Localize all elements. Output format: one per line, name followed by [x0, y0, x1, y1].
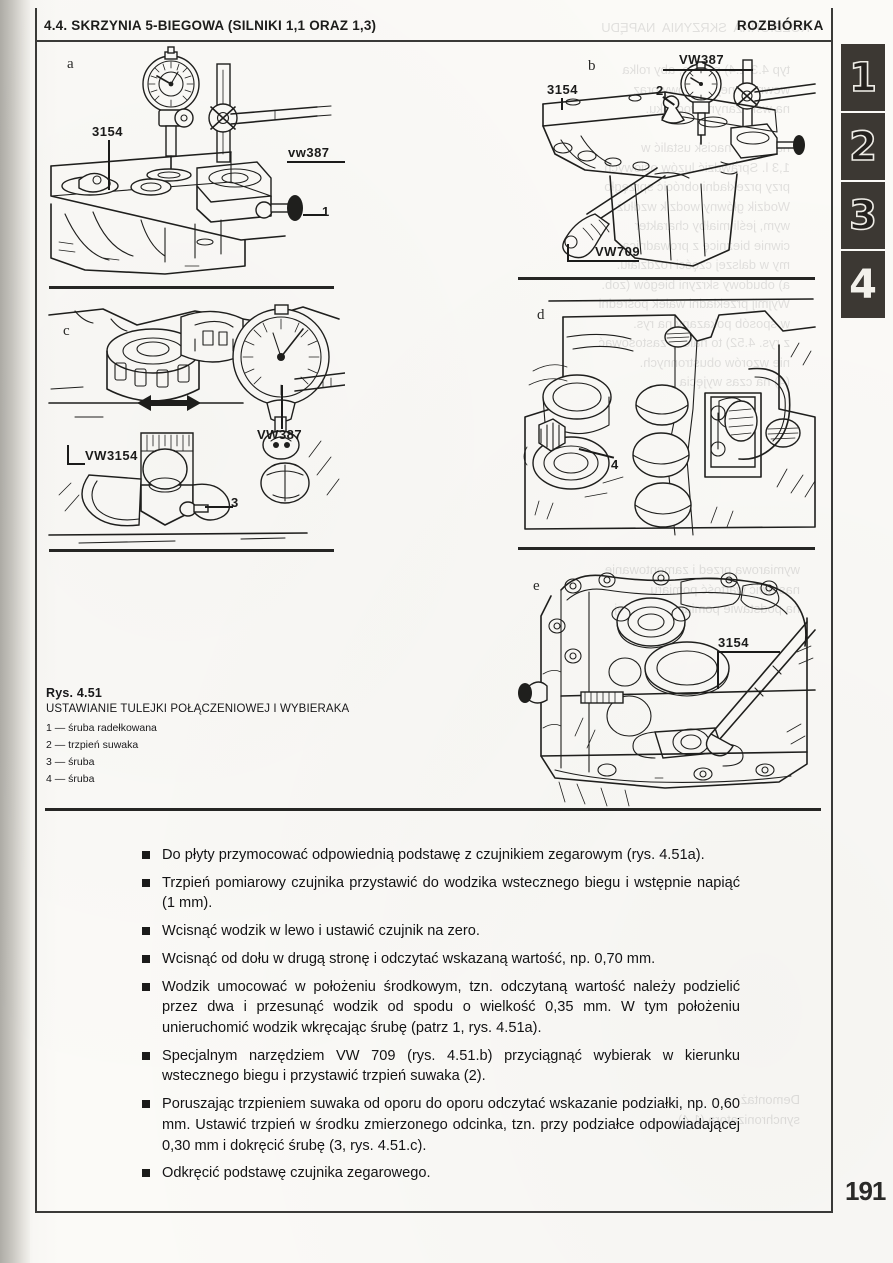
book-spine-shadow [0, 0, 30, 1263]
panel-c-callout-3: 3 [231, 495, 239, 510]
chapter-tab-3-label: 3 [848, 192, 877, 239]
panel-b-callout-2: 2 [656, 83, 664, 98]
panel-b-illustration [542, 59, 816, 267]
procedure-steps: Do płyty przymocować odpowiednią podstaw… [140, 845, 740, 1191]
figure-panel-c: c [45, 299, 345, 549]
caption-legend-item-3: 3 — śruba [46, 756, 95, 768]
panel-a-callout-vw387: vw387 [288, 145, 330, 160]
panel-a-leader-vw387-h [287, 161, 345, 163]
caption-legend-item-2: 2 — trzpień suwaka [46, 739, 139, 751]
panel-c-illustration [48, 304, 345, 544]
procedure-step-8: Odkręcić podstawę czujnika zegarowego. [140, 1163, 740, 1184]
panel-c-callout-vw3154: VW3154 [85, 448, 138, 463]
panel-a-callout-3154: 3154 [92, 124, 123, 139]
caption-legend-item-1: 1 — śruba radełkowana [46, 722, 157, 734]
figure-caption: Rys. 4.51 USTAWIANIE TULEJKI POŁĄCZENIOW… [46, 686, 376, 788]
chapter-tab-3[interactable]: 3 [841, 182, 885, 251]
frame-left-border [35, 8, 37, 1213]
panel-rule-a-bottom [49, 286, 334, 289]
procedure-step-4: Wcisnąć od dołu w drugą stronę i odczyta… [140, 949, 740, 970]
panel-a-callout-1: 1 [322, 204, 330, 219]
panel-letter-d: d [537, 307, 545, 323]
panel-letter-b: b [588, 58, 596, 74]
panel-b-callout-vw709: VW709 [595, 244, 641, 259]
panel-c-leader-3 [205, 506, 233, 508]
panel-rule-d-bottom [518, 547, 815, 550]
panel-b-callout-vw387: VW387 [679, 52, 725, 67]
panel-b-callout-3154: 3154 [547, 82, 578, 97]
chapter-tab-2[interactable]: 2 [841, 113, 885, 182]
procedure-step-3: Wcisnąć wodzik w lewo i ustawić czujnik … [140, 921, 740, 942]
figure-block-bottom-rule [45, 808, 821, 811]
figure-panel-b: b [515, 44, 821, 280]
panel-letter-c: c [63, 323, 70, 339]
panel-a-leader-3154 [108, 140, 110, 190]
panel-e-leader-3154-v [717, 651, 719, 689]
header-topic-title: ROZBIÓRKA [736, 17, 824, 33]
panel-letter-e: e [533, 578, 540, 594]
chapter-tab-1[interactable]: 1 [841, 44, 885, 113]
panel-b-leader-vw709 [567, 260, 639, 262]
caption-legend-item-4: 4 — śruba [46, 773, 95, 785]
panel-c-leader-vw3154-v [67, 445, 69, 464]
chapter-tab-1-label: 1 [848, 54, 877, 101]
header-section-title: 4.4. SKRZYNIA 5-BIEGOWA (SILNIKI 1,1 ORA… [44, 17, 377, 33]
panel-a-leader-1 [303, 214, 325, 216]
frame-header-rule [35, 40, 833, 42]
panel-rule-c-bottom [49, 549, 334, 552]
panel-c-leader-vw3154-h [67, 463, 85, 465]
panel-b-leader-vw387 [663, 69, 753, 71]
page-number: 191 [845, 1176, 886, 1206]
procedure-step-6: Specjalnym narzędziem VW 709 (rys. 4.51.… [140, 1046, 740, 1087]
panel-rule-b-bottom [518, 277, 815, 280]
panel-e-illustration [518, 570, 816, 807]
figure-4-51: a [45, 44, 821, 811]
figure-panel-a: a [45, 44, 345, 284]
panel-b-leader-3154 [561, 98, 563, 110]
chapter-tab-strip[interactable]: 1 2 3 4 [841, 44, 885, 320]
procedure-step-1: Do płyty przymocować odpowiednią podstaw… [140, 845, 740, 866]
chapter-tab-4-active[interactable]: 4 [841, 251, 885, 320]
panel-c-callout-vw387: VW387 [257, 427, 303, 442]
caption-title: Rys. 4.51 [46, 686, 103, 700]
figure-panel-e: e [515, 556, 821, 808]
panel-d-illustration [523, 298, 816, 536]
procedure-step-7: Poruszając trzpieniem suwaka od oporu do… [140, 1094, 740, 1156]
procedure-step-2: Trzpień pomiarowy czujnika przystawić do… [140, 873, 740, 914]
panel-e-leader-3154-h [717, 651, 780, 653]
frame-right-border [831, 8, 833, 1213]
figure-panel-d: d [515, 297, 821, 547]
frame-bottom-rule [35, 1211, 833, 1213]
panel-c-leader-vw387 [281, 385, 283, 429]
panel-e-callout-3154: 3154 [718, 635, 749, 650]
procedure-step-5: Wodzik umocować w położeniu środkowym, t… [140, 977, 740, 1039]
panel-a-illustration [50, 46, 332, 275]
panel-letter-a: a [67, 56, 74, 72]
page-header: 4.4. SKRZYNIA 5-BIEGOWA (SILNIKI 1,1 ORA… [44, 12, 824, 38]
panel-d-callout-4: 4 [611, 457, 619, 472]
chapter-tab-4-label: 4 [849, 261, 877, 308]
caption-subtitle: USTAWIANIE TULEJKI POŁĄCZENIOWEJ I WYBIE… [46, 703, 350, 715]
chapter-tab-2-label: 2 [848, 123, 877, 170]
panel-b-leader-vw709-v [567, 244, 569, 261]
